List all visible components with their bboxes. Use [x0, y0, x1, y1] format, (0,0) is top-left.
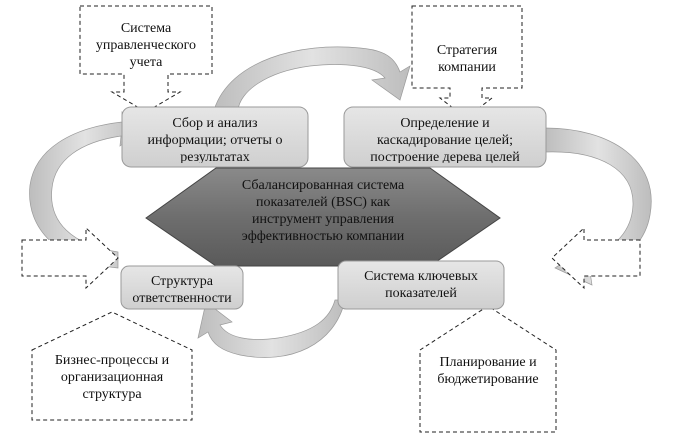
callout-planning-shape	[419, 305, 557, 433]
box-kpi-shape	[337, 260, 505, 310]
callout-shapes	[21, 5, 641, 433]
cycle-arrow-bottom	[197, 299, 346, 358]
center-hexagon-label: Сбалансированная система показателей (BS…	[241, 178, 405, 244]
callout-planning-label: Планирование и бюджетирование	[437, 355, 539, 387]
cycle-arrow-left	[29, 111, 141, 269]
callout-accounting-label: Система управленческого учета	[95, 21, 197, 70]
callout-strategy-label: Стратегия компании	[436, 43, 498, 75]
callout-right-arrow	[551, 226, 641, 290]
cycle-arrow-top	[213, 46, 411, 111]
box-collect-shape	[121, 106, 309, 168]
callout-left-arrow	[21, 226, 119, 290]
box-responsibility-shape	[120, 265, 244, 310]
process-boxes	[120, 106, 547, 310]
box-goals-shape	[343, 106, 547, 168]
box-responsibility-label: Структура ответственности	[132, 274, 232, 306]
box-goals-label: Определение и каскадирование целей; пост…	[370, 116, 520, 163]
callout-processes-shape	[31, 311, 193, 421]
callout-processes-label: Бизнес-процессы и организационная структ…	[54, 353, 170, 402]
callout-accounting-shape	[79, 5, 213, 113]
box-kpi-label: Система ключевых показателей	[364, 269, 478, 301]
box-collect-label: Сбор и анализ информации; отчеты о резул…	[147, 116, 283, 163]
